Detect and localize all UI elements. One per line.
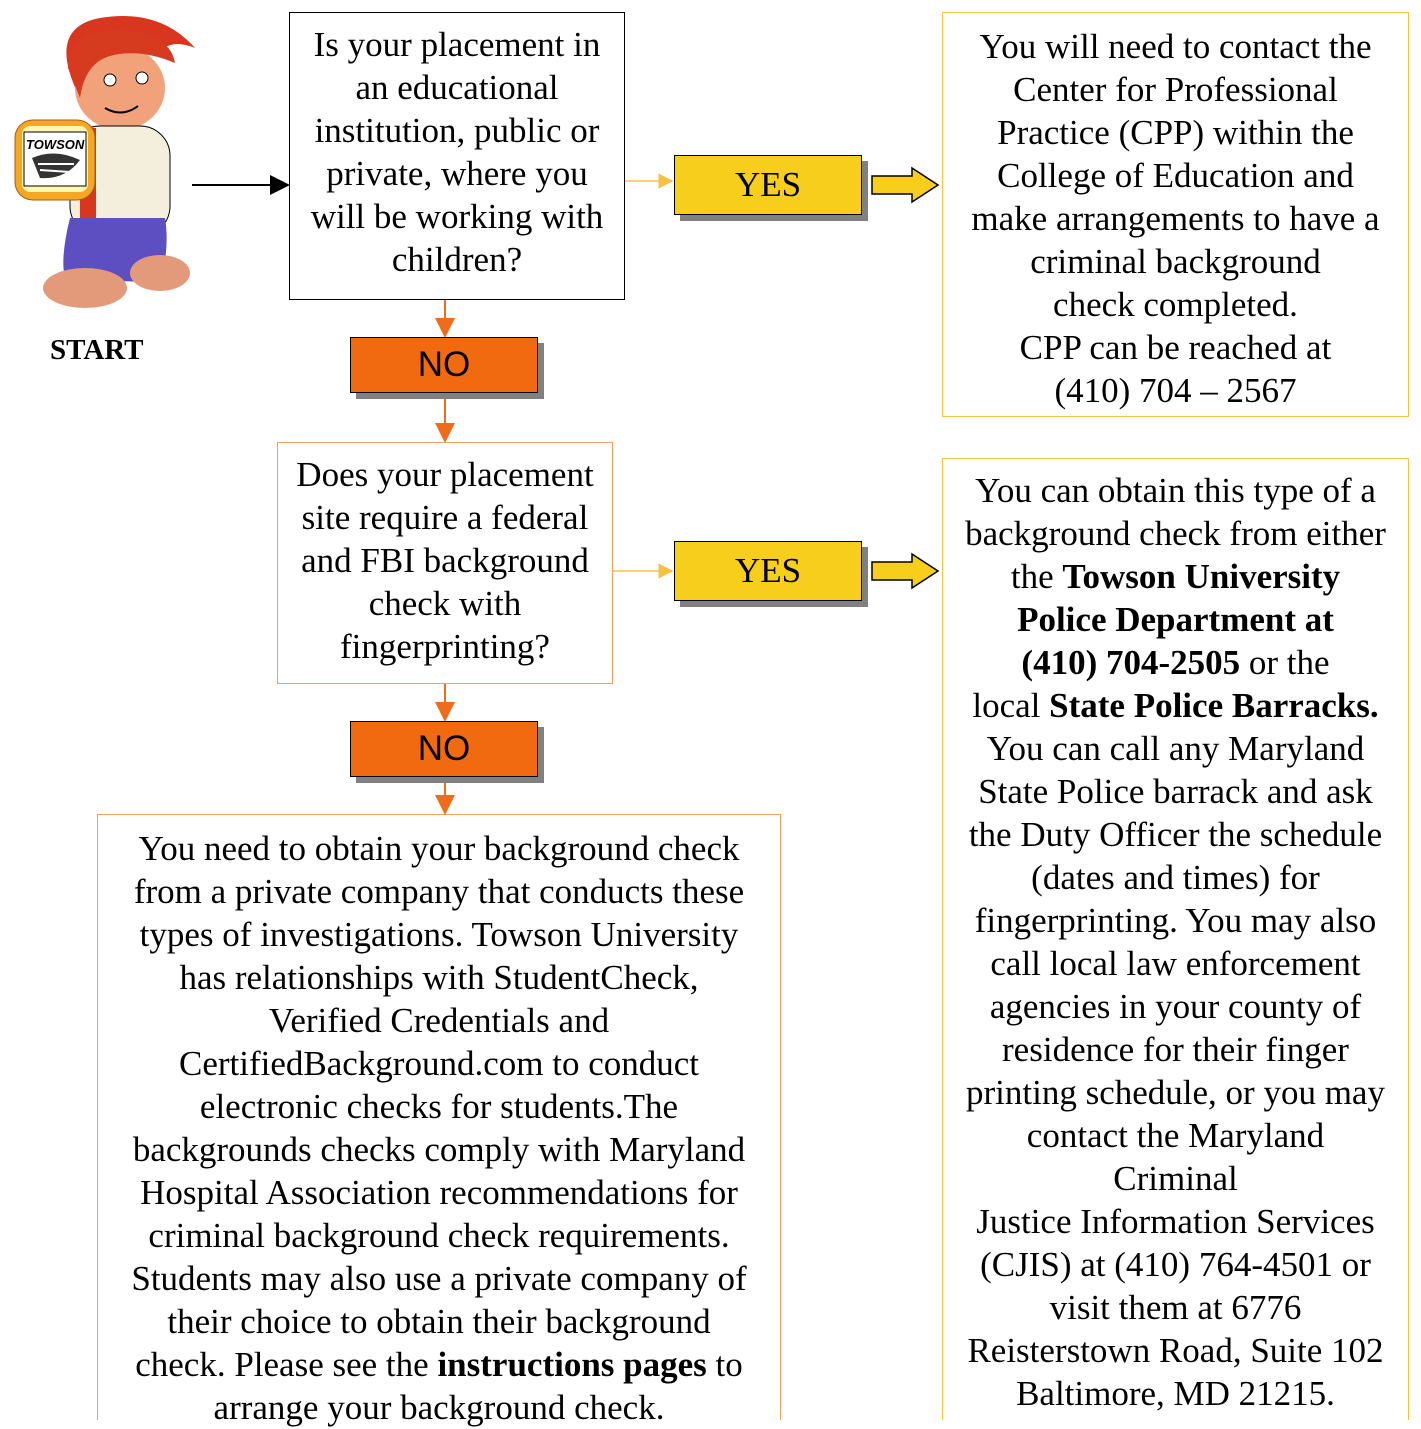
mascot-badge-text: TOWSON (26, 137, 85, 152)
yes1-block-arrow (871, 166, 940, 204)
answer-contact-cpp: You will need to contact the Center for … (942, 12, 1409, 417)
towson-mascot-illustration: TOWSON (14, 16, 195, 308)
no-label-2: NO (350, 721, 538, 777)
start-label: START (50, 334, 144, 366)
no-label-1: NO (350, 337, 538, 393)
yes-label-1: YES (674, 155, 862, 215)
yes-label-2: YES (674, 541, 862, 601)
yes2-block-arrow (871, 552, 940, 590)
answer-fbi-fingerprinting: You can obtain this type of a background… (942, 458, 1409, 1420)
answer-private-company: You need to obtain your background check… (97, 814, 781, 1427)
instructions-pages-link: instructions pages (437, 1345, 707, 1384)
question-educational-institution: Is your placement in an educational inst… (289, 12, 625, 300)
question-fbi-background-check: Does your placement site require a feder… (277, 442, 613, 684)
